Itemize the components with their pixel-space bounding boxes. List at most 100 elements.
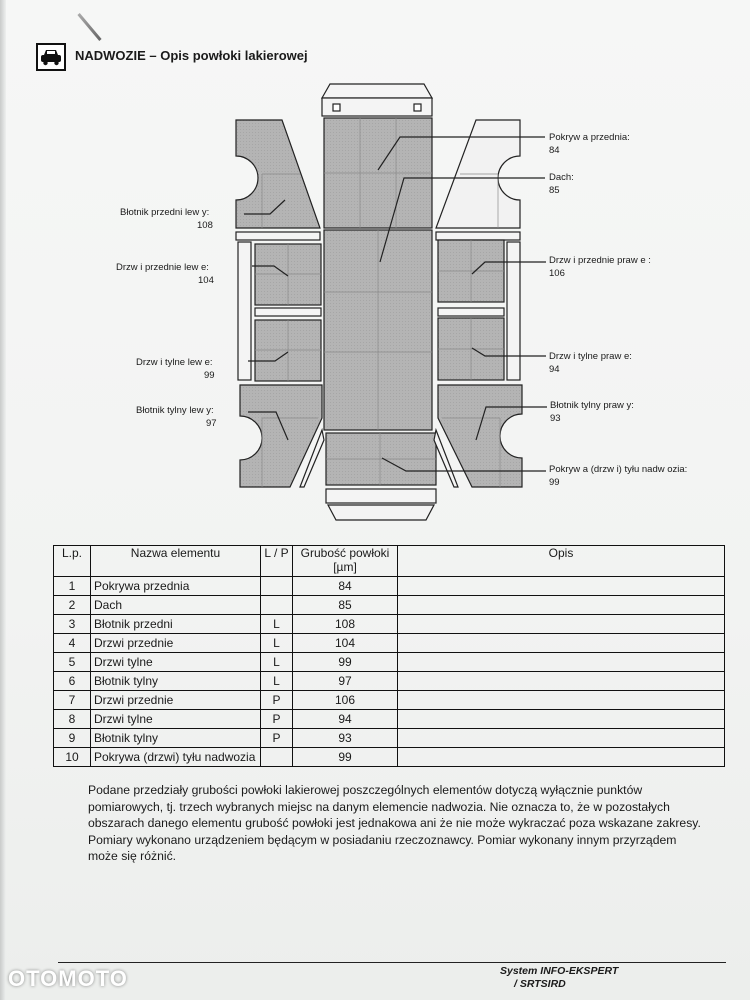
label-roof-name: Dach: <box>549 172 574 183</box>
row-name: Drzwi tylne <box>90 709 261 729</box>
row-lr: L <box>260 671 293 691</box>
row-value: 99 <box>292 652 398 672</box>
row-lr: L <box>260 614 293 634</box>
label-trunk: Pokryw a (drzw i) tyłu nadw ozia: 99 <box>549 463 687 489</box>
table-row: 4 Drzwi przednie L 104 <box>53 633 725 653</box>
label-hood-name: Pokryw a przednia: <box>549 132 630 143</box>
row-desc <box>397 595 725 615</box>
leader-right-front-door <box>471 261 546 275</box>
table-row: 8 Drzwi tylne P 94 <box>53 709 725 729</box>
header-lp: L.p. <box>53 545 91 577</box>
row-name: Błotnik tylny <box>90 728 261 748</box>
label-right-rear-fender-name: Błotnik tylny praw y: <box>550 400 634 411</box>
paint-thickness-table: L.p. Nazwa elementu L / P Grubość powłok… <box>53 545 725 767</box>
leader-left-rear-fender <box>248 411 289 441</box>
otomoto-watermark: OTOMOTO <box>8 966 128 991</box>
footer-system: System INFO-EKSPERT / SRTSIRD <box>500 965 618 991</box>
table-row: 3 Błotnik przedni L 108 <box>53 614 725 634</box>
label-right-rear-door-value: 94 <box>549 364 560 375</box>
label-left-front-fender-value: 108 <box>197 220 213 231</box>
row-name: Dach <box>90 595 261 615</box>
label-roof-value: 85 <box>549 185 560 196</box>
label-hood-value: 84 <box>549 145 560 156</box>
disclaimer-note: Podane przedziały grubości powłoki lakie… <box>88 783 701 863</box>
label-trunk-name: Pokryw a (drzw i) tyłu nadw ozia: <box>549 464 688 475</box>
table-row: 10 Pokrywa (drzwi) tyłu nadwozia 99 <box>53 747 725 767</box>
label-right-front-door: Drzw i przednie praw e : 106 <box>549 254 651 280</box>
left-rear-fender <box>239 384 323 488</box>
row-lp: 4 <box>53 633 91 653</box>
row-lp: 2 <box>53 595 91 615</box>
label-left-rear-fender: Błotnik tylny lew y: 97 <box>136 404 217 430</box>
row-desc <box>397 728 725 748</box>
car-icon <box>36 43 66 71</box>
row-lr: L <box>260 652 293 672</box>
label-left-front-door: Drzw i przednie lew e: 104 <box>116 261 214 287</box>
label-left-front-door-value: 104 <box>198 275 214 286</box>
table-row: 1 Pokrywa przednia 84 <box>53 576 725 596</box>
row-lp: 5 <box>53 652 91 672</box>
leader-right-rear-door <box>471 347 546 357</box>
footer-divider <box>58 962 726 963</box>
front-grille <box>321 97 433 117</box>
car-body-diagram <box>235 83 547 521</box>
row-value: 99 <box>292 747 398 767</box>
row-lr: L <box>260 633 293 653</box>
label-roof: Dach: 85 <box>549 171 574 197</box>
row-desc <box>397 690 725 710</box>
row-name: Drzwi przednie <box>90 690 261 710</box>
row-value: 97 <box>292 671 398 691</box>
label-left-rear-fender-name: Błotnik tylny lew y: <box>136 405 214 416</box>
row-desc <box>397 576 725 596</box>
row-lp: 1 <box>53 576 91 596</box>
row-value: 93 <box>292 728 398 748</box>
leader-roof <box>379 177 545 263</box>
table-row: 5 Drzwi tylne L 99 <box>53 652 725 672</box>
leader-left-front-door <box>252 265 289 277</box>
leader-right-rear-fender <box>475 406 547 441</box>
label-trunk-value: 99 <box>549 477 560 488</box>
row-value: 104 <box>292 633 398 653</box>
label-right-front-door-name: Drzw i przednie praw e : <box>549 255 651 266</box>
label-left-rear-fender-value: 97 <box>206 418 217 429</box>
front-bumper <box>320 83 434 99</box>
row-lp: 9 <box>53 728 91 748</box>
row-value: 106 <box>292 690 398 710</box>
label-left-rear-door: Drzw i tylne lew e: 99 <box>136 356 215 382</box>
label-hood: Pokryw a przednia: 84 <box>549 131 630 157</box>
row-name: Drzwi tylne <box>90 652 261 672</box>
row-desc <box>397 633 725 653</box>
leader-left-front-fender <box>244 199 286 215</box>
row-value: 94 <box>292 709 398 729</box>
page-edge-shadow <box>0 0 6 1000</box>
header-desc: Opis <box>397 545 725 577</box>
row-desc <box>397 614 725 634</box>
label-left-front-fender: Błotnik przedni lew y: 108 <box>120 206 213 232</box>
page-title: NADWOZIE – Opis powłoki lakierowej <box>75 48 308 63</box>
label-left-rear-door-value: 99 <box>204 370 215 381</box>
header-thickness-unit: [µm] <box>333 560 357 574</box>
header-lr: L / P <box>260 545 293 577</box>
table-row: 7 Drzwi przednie P 106 <box>53 690 725 710</box>
row-lr: P <box>260 690 293 710</box>
header-thickness-label: Grubość powłoki <box>300 546 390 560</box>
label-left-rear-door-name: Drzw i tylne lew e: <box>136 357 213 368</box>
label-right-front-door-value: 106 <box>549 268 565 279</box>
row-name: Błotnik tylny <box>90 671 261 691</box>
row-lr: P <box>260 709 293 729</box>
row-lr <box>260 576 293 596</box>
table-row: 2 Dach 85 <box>53 595 725 615</box>
label-right-rear-fender: Błotnik tylny praw y: 93 <box>550 399 634 425</box>
row-desc <box>397 709 725 729</box>
label-left-front-door-name: Drzw i przednie lew e: <box>116 262 209 273</box>
leader-left-rear-door <box>248 351 289 362</box>
label-right-rear-door: Drzw i tylne praw e: 94 <box>549 350 632 376</box>
table-header-row: L.p. Nazwa elementu L / P Grubość powłok… <box>53 545 725 577</box>
table-row: 9 Błotnik tylny P 93 <box>53 728 725 748</box>
leader-trunk <box>381 457 546 472</box>
row-name: Błotnik przedni <box>90 614 261 634</box>
row-name: Drzwi przednie <box>90 633 261 653</box>
row-lp: 8 <box>53 709 91 729</box>
row-desc <box>397 747 725 767</box>
row-value: 85 <box>292 595 398 615</box>
